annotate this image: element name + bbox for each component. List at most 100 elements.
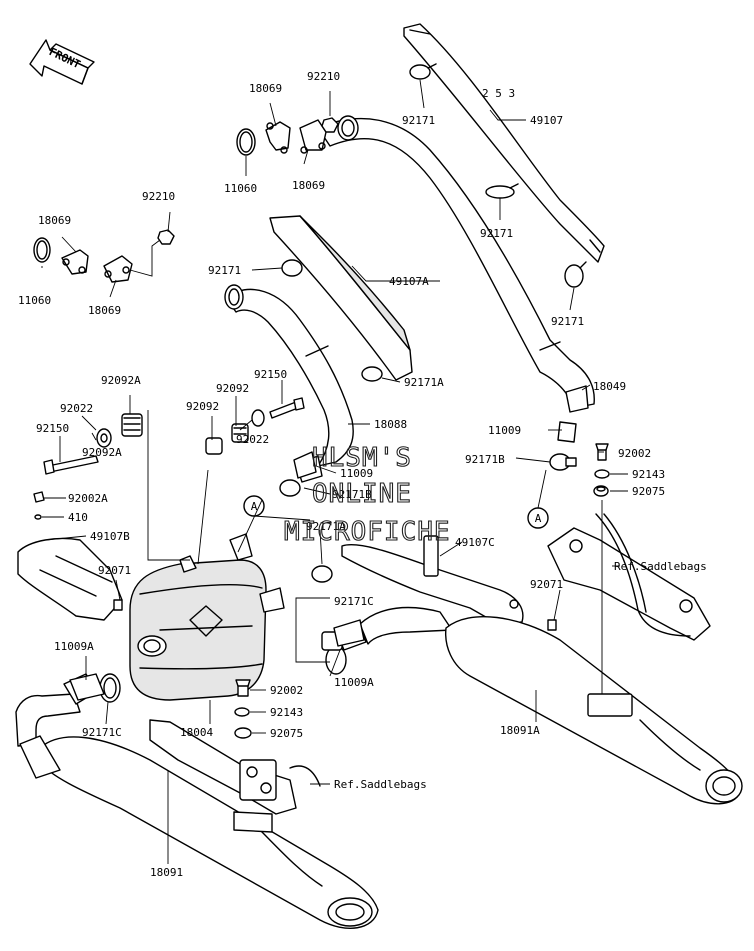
washer-92022-a	[96, 428, 112, 448]
clip-92071-right	[547, 619, 557, 631]
saddlebag-bracket-right	[547, 513, 711, 717]
label-18069-b: 18069	[292, 179, 325, 192]
washer-92143-center	[234, 707, 250, 717]
exhaust-pipe-49107: 2 5 3	[403, 23, 605, 263]
label-92171A-a: 92171A	[404, 376, 444, 389]
svg-text:2 5 3: 2 5 3	[482, 87, 515, 100]
bolt-92150-left	[43, 455, 99, 475]
muffler-18004	[129, 533, 267, 701]
label-92071-b: 92071	[530, 578, 563, 591]
label-92171B-a: 92171B	[465, 453, 505, 466]
clip-92071-left	[113, 599, 123, 611]
muffler-18091	[19, 735, 379, 929]
label-18069-c: 18069	[38, 214, 71, 227]
label-18088: 18088	[374, 418, 407, 431]
leader-lines	[41, 79, 628, 864]
label-92210-a: 92210	[307, 70, 340, 83]
label-18091A: 18091A	[500, 724, 540, 737]
label-49107C: 49107C	[455, 536, 495, 549]
label-92022-b: 92022	[236, 433, 269, 446]
clamp-92171-c	[564, 261, 587, 288]
label-18049: 18049	[593, 380, 626, 393]
label-92171C-b: 92171C	[82, 726, 122, 739]
clamp-92171-b	[485, 183, 519, 199]
watermark-line-3: MICROFICHE	[284, 517, 451, 547]
gasket-11009-center	[293, 451, 317, 479]
label-92071-a: 92071	[98, 564, 131, 577]
label-92210-b: 92210	[142, 190, 175, 203]
label-11060-a: 11060	[224, 182, 257, 195]
label-11009A-a: 11009A	[54, 640, 94, 653]
label-92092-a: 92092	[216, 382, 249, 395]
washer-92022-b	[251, 409, 265, 427]
damper-92092-b	[205, 437, 223, 455]
label-92075-a: 92075	[632, 485, 665, 498]
washer-92143-right	[594, 469, 610, 479]
connector-pipe-muffler	[259, 587, 285, 613]
bolt-92002-center	[235, 679, 251, 697]
label-92171-c: 92171	[551, 315, 584, 328]
heat-shield-49107A	[269, 215, 413, 381]
damper-92075-right	[593, 485, 609, 497]
label-92092A-a: 92092A	[101, 374, 141, 387]
label-92171-b: 92171	[480, 227, 513, 240]
label-92171-a: 92171	[402, 114, 435, 127]
label-92150-a: 92150	[254, 368, 287, 381]
label-92002-a: 92002	[618, 447, 651, 460]
watermark: HLSM'S ONLINE MICROFICHE	[283, 442, 451, 547]
callout-a-right: A	[527, 507, 549, 529]
heat-shield-49107B	[17, 537, 123, 621]
watermark-line-1: HLSM'S	[312, 443, 412, 473]
label-18069-a: 18069	[249, 82, 282, 95]
label-92171A-b: 92171A	[306, 520, 346, 533]
label-92092A-b: 92092A	[82, 446, 122, 459]
label-92150-b: 92150	[36, 422, 69, 435]
clamp-92171C-left	[99, 673, 121, 703]
tube-11009A-center	[333, 619, 365, 647]
label-18004: 18004	[180, 726, 213, 739]
front-arrow-icon: FRONT	[29, 39, 95, 85]
exhaust-pipe-18049	[317, 115, 595, 413]
washer-410	[34, 514, 42, 520]
callout-a-upper: A	[243, 495, 265, 517]
nut-92210-upper	[321, 117, 339, 133]
label-11009-b: 11009	[340, 467, 373, 480]
label-92171C-a: 92171C	[334, 595, 374, 608]
screw-92002A	[33, 491, 45, 503]
label-11060-b: 11060	[18, 294, 51, 307]
clamp-92171A-a	[361, 366, 383, 382]
label-92143-a: 92143	[632, 468, 665, 481]
damper-92092-a	[231, 423, 249, 443]
label-92075-b: 92075	[270, 727, 303, 740]
label-92171B-b: 92171B	[332, 488, 372, 501]
label-92022-a: 92022	[60, 402, 93, 415]
bolt-92002-right	[595, 443, 609, 461]
flange-18069-left	[61, 249, 133, 283]
clamp-92171A-b	[311, 565, 333, 583]
ref-saddlebags-bottom: Ref.Saddlebags	[334, 778, 427, 791]
label-49107: 49107	[530, 114, 563, 127]
clamp-92171-d	[281, 259, 303, 277]
gasket-11009-right	[557, 421, 577, 443]
clamp-92171B-right	[549, 453, 577, 471]
heat-shield-49107C	[341, 535, 524, 625]
label-11009A-b: 11009A	[334, 676, 374, 689]
bolt-92150-right	[269, 397, 305, 419]
label-410: 410	[68, 511, 88, 524]
gasket-11060-left	[33, 237, 51, 263]
tube-11009A-left	[69, 673, 105, 701]
svg-text:A: A	[535, 512, 542, 525]
label-18069-d: 18069	[88, 304, 121, 317]
label-49107B: 49107B	[90, 530, 130, 543]
label-92002A: 92002A	[68, 492, 108, 505]
damper-92092A-a	[121, 413, 143, 437]
label-18091: 18091	[150, 866, 183, 879]
label-92171-d: 92171	[208, 264, 241, 277]
part-labels: 18069 92210 11060 18069 92171 49107 9217…	[18, 70, 707, 879]
label-92002-b: 92002	[270, 684, 303, 697]
svg-text:A: A	[251, 500, 258, 513]
label-49107A: 49107A	[389, 275, 429, 288]
saddlebag-bracket-bottom	[149, 719, 321, 833]
watermark-line-2: ONLINE	[312, 479, 412, 509]
